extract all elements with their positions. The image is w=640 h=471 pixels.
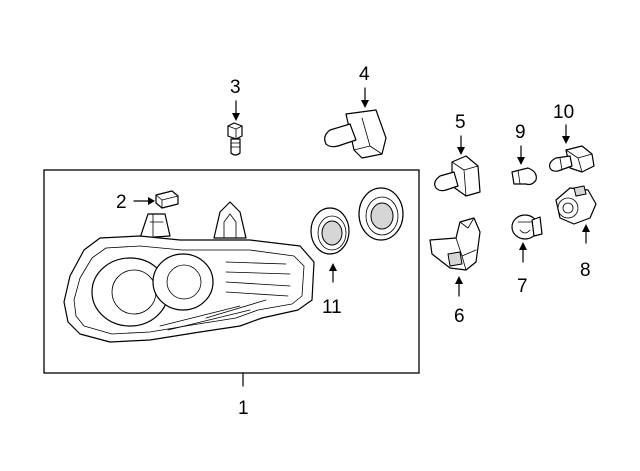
clip-part <box>133 190 179 209</box>
grommet-part-11 <box>310 187 404 283</box>
signal-lamp-lines <box>225 261 291 297</box>
mount-tab-center <box>213 201 247 239</box>
callout-10: 10 <box>553 102 574 123</box>
bulb-icon-8 <box>555 187 597 225</box>
headlamp-assembly <box>43 169 420 387</box>
socket-part-6 <box>429 217 481 297</box>
assembly-frame <box>43 169 420 374</box>
mount-tab-center-detail <box>223 213 237 239</box>
bolt-part <box>227 100 243 156</box>
callout-7: 7 <box>517 276 528 297</box>
housing-inner-edge <box>73 245 305 335</box>
callout-2: 2 <box>116 192 127 213</box>
callout-4: 4 <box>359 64 370 85</box>
bulb-connector-8 <box>573 185 587 197</box>
bulb-part-8 <box>555 185 597 244</box>
bulb-glass-5 <box>434 171 459 192</box>
callout-1: 1 <box>238 398 249 419</box>
bolt-icon <box>227 122 243 140</box>
bulb-part-7 <box>511 214 543 263</box>
bulb-base-7 <box>531 216 543 237</box>
socket-part-5 <box>434 135 481 197</box>
callout-5: 5 <box>455 112 466 133</box>
mount-tab-left <box>139 213 171 239</box>
high-beam-reflector <box>152 253 214 311</box>
callout-8: 8 <box>580 260 591 281</box>
bulb-icon-9 <box>511 167 537 186</box>
callout-6: 6 <box>454 306 465 327</box>
lower-trim-lines <box>159 299 267 331</box>
socket-connector <box>447 251 463 267</box>
bulb-socket-part-4 <box>324 87 387 159</box>
bulb-glass-4 <box>324 123 357 148</box>
bulb-part-9 <box>511 145 537 186</box>
callout-11: 11 <box>322 297 342 318</box>
socket-icon <box>429 217 481 271</box>
mount-tab-left-detail <box>149 213 164 237</box>
high-beam-lens <box>166 264 202 300</box>
callout-3: 3 <box>230 77 241 98</box>
bulb-with-socket-icon-10 <box>565 145 595 173</box>
bulb-socket-part-10 <box>549 124 595 173</box>
clip-icon <box>155 190 179 209</box>
callout-9: 9 <box>515 122 526 143</box>
socket-bulb-icon <box>451 155 481 197</box>
